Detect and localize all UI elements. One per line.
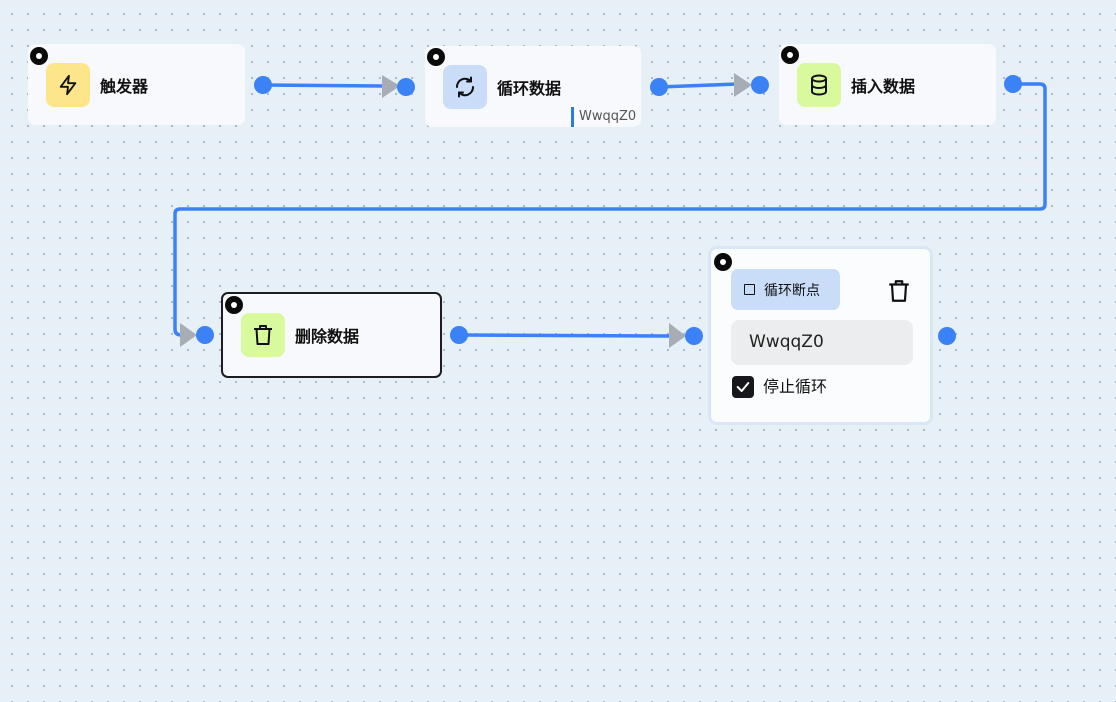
- breakpoint-type-chip[interactable]: 循环断点: [731, 269, 840, 310]
- refresh-icon-badge: [443, 64, 487, 109]
- output-handle[interactable]: [450, 326, 468, 344]
- pin-icon[interactable]: [781, 46, 799, 64]
- output-handle[interactable]: [650, 78, 668, 96]
- stop-loop-label: 停止循环: [763, 377, 828, 396]
- check-icon: [736, 382, 750, 392]
- database-icon: [811, 74, 827, 96]
- pin-icon[interactable]: [30, 47, 48, 65]
- node-insert[interactable]: 插入数据: [779, 44, 996, 125]
- node-title: 插入数据: [851, 76, 916, 96]
- edge-delete-breakpoint[interactable]: [457, 323, 686, 348]
- lightning-icon: [59, 74, 77, 95]
- output-handle[interactable]: [1004, 75, 1022, 93]
- database-icon-badge: [797, 62, 841, 107]
- pin-icon[interactable]: [427, 48, 445, 66]
- pin-icon[interactable]: [225, 296, 243, 314]
- node-trigger[interactable]: 触发器: [28, 44, 245, 125]
- pin-icon[interactable]: [714, 253, 732, 271]
- edge-loop-insert[interactable]: [657, 73, 752, 97]
- delete-button[interactable]: [886, 278, 912, 304]
- trash-icon-badge: [241, 313, 285, 357]
- node-title: 删除数据: [295, 327, 360, 346]
- input-handle[interactable]: [397, 78, 415, 96]
- output-handle[interactable]: [938, 327, 956, 345]
- refresh-icon: [455, 76, 475, 97]
- node-loop[interactable]: 循环数据: [425, 46, 641, 127]
- loop-id-tag: WwqqZ0: [571, 107, 636, 127]
- output-handle[interactable]: [254, 76, 272, 94]
- loop-id-input[interactable]: WwqqZ0: [731, 320, 913, 365]
- trash-icon: [889, 280, 909, 302]
- square-icon: [744, 284, 755, 295]
- input-handle[interactable]: [751, 76, 769, 94]
- input-handle[interactable]: [196, 326, 214, 344]
- trash-icon: [254, 325, 272, 345]
- node-loop-breakpoint[interactable]: 循环断点 WwqqZ0 停止循环: [708, 246, 933, 425]
- lightning-icon-badge: [46, 62, 90, 107]
- node-title: 循环数据: [497, 78, 562, 98]
- edge-trigger-loop[interactable]: [261, 75, 400, 98]
- edge-insert-delete[interactable]: [173, 82, 1047, 347]
- node-title: 触发器: [100, 76, 149, 96]
- node-delete[interactable]: 删除数据: [221, 292, 442, 378]
- stop-loop-checkbox[interactable]: [732, 376, 754, 398]
- chip-label: 循环断点: [764, 282, 820, 299]
- input-handle[interactable]: [685, 327, 703, 345]
